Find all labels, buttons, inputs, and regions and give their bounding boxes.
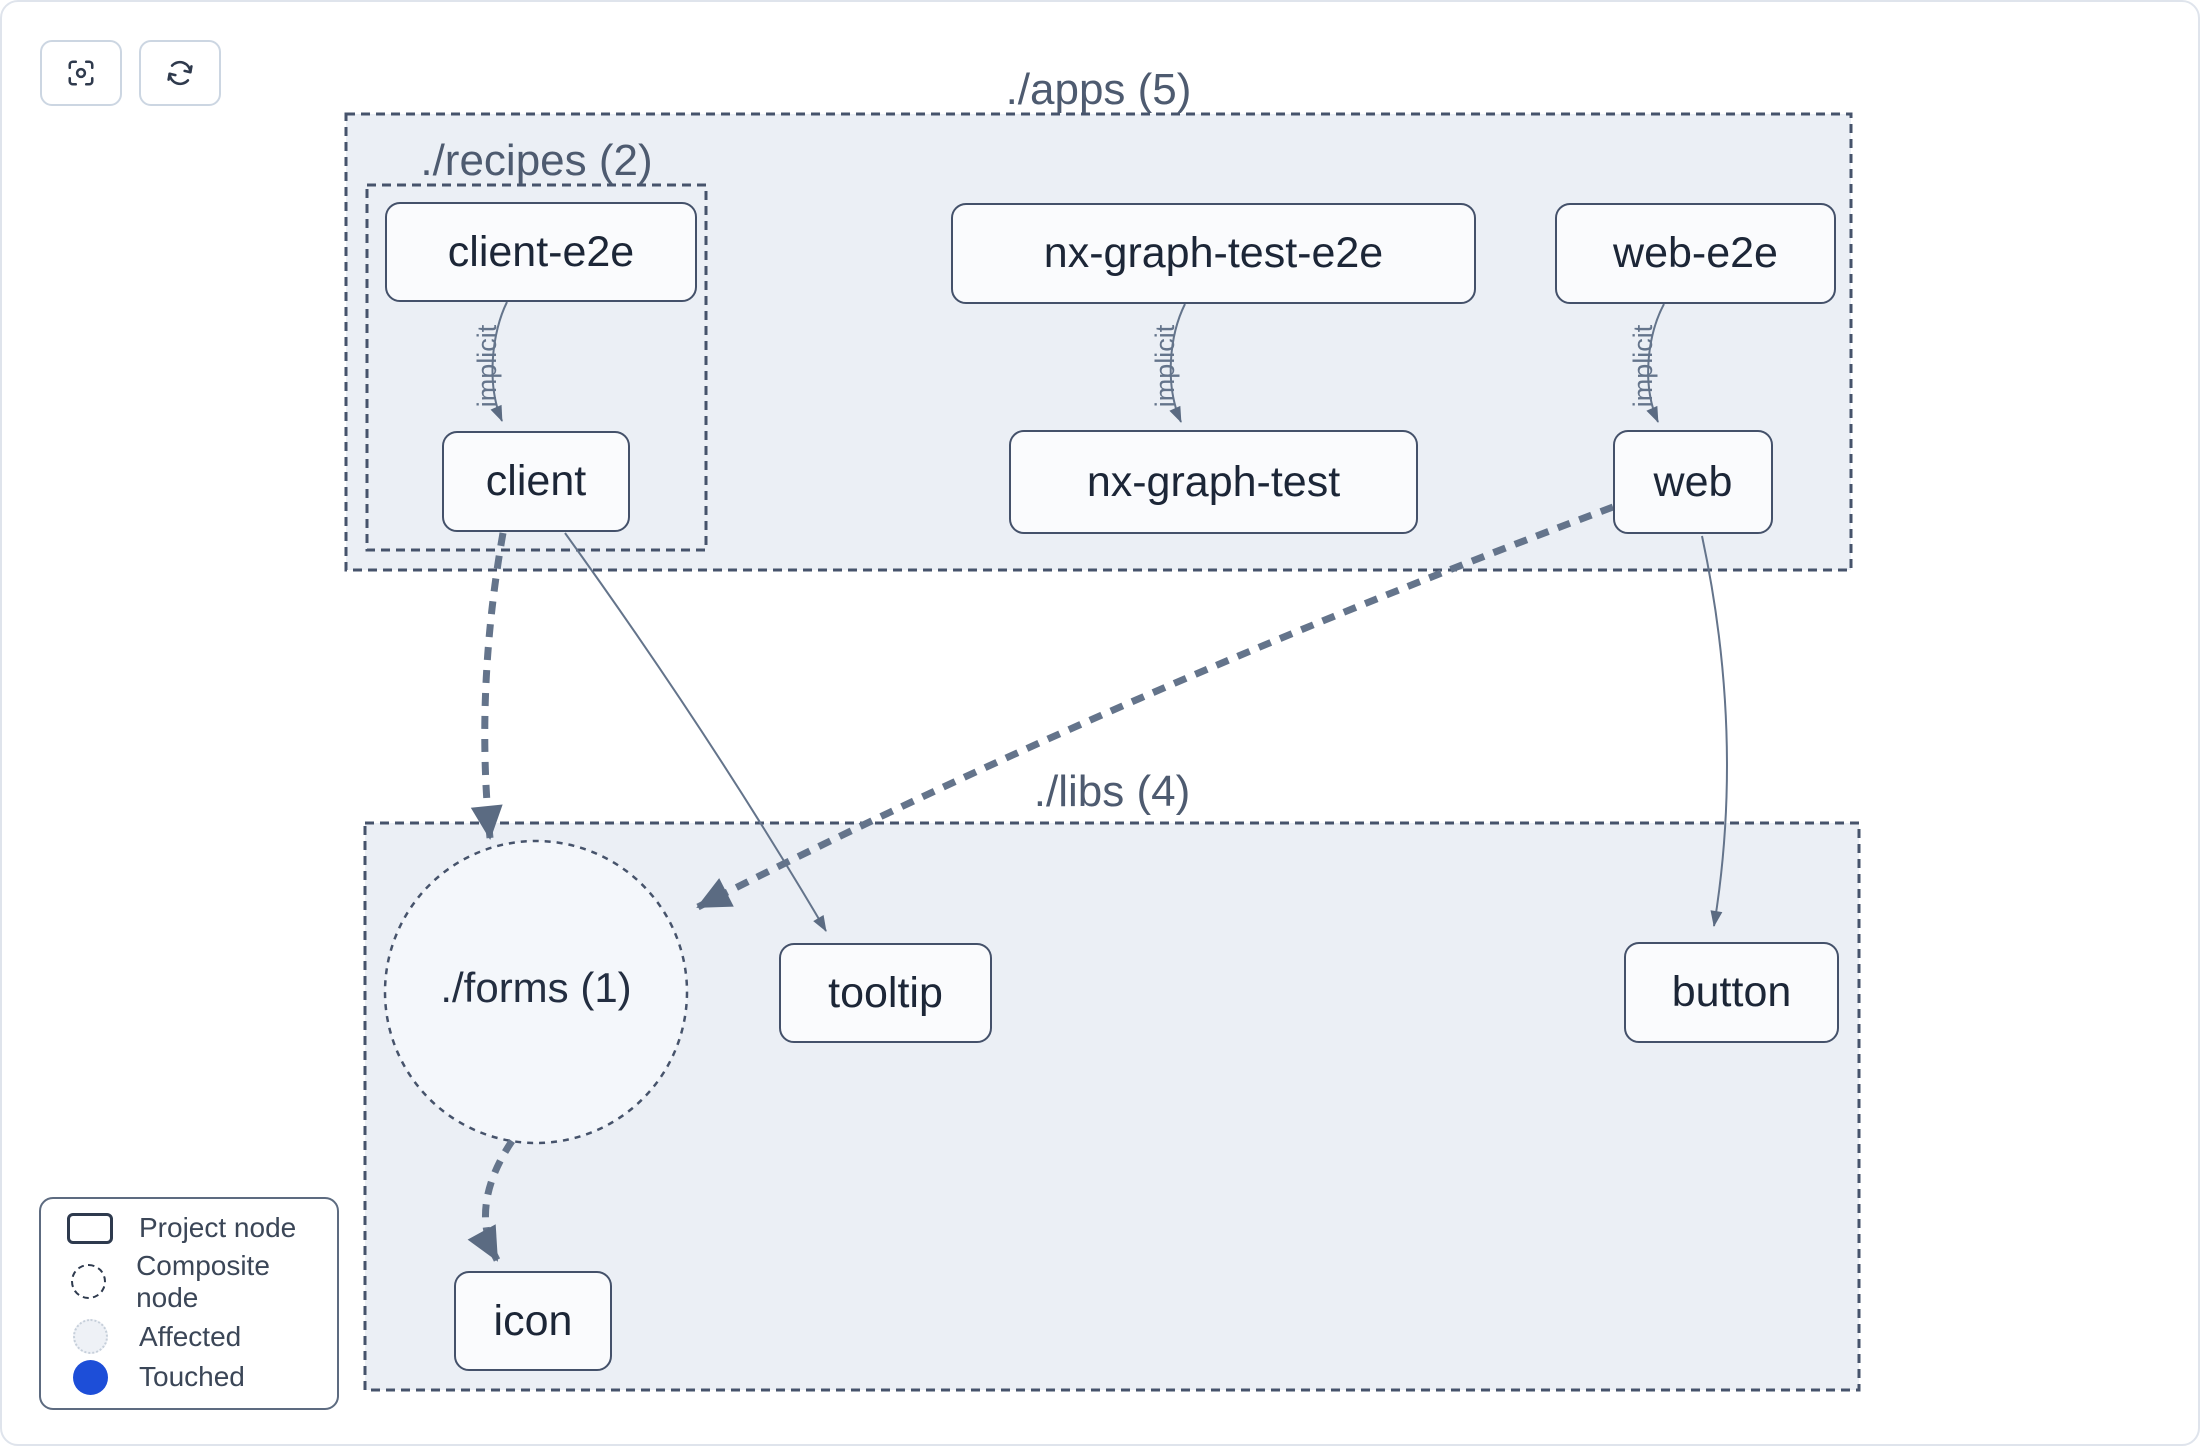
edge-web-to-forms xyxy=(696,503,1615,911)
legend-label: Touched xyxy=(139,1361,245,1393)
legend-label: Project node xyxy=(139,1212,297,1244)
refresh-icon xyxy=(167,60,193,86)
group-recipes xyxy=(365,183,708,552)
legend: Project node Composite node Affected Tou… xyxy=(39,1197,339,1410)
affected-swatch xyxy=(72,1319,108,1355)
legend-item-composite-node: Composite node xyxy=(67,1250,327,1314)
project-node-tooltip[interactable]: tooltip xyxy=(779,943,992,1043)
legend-label: Composite node xyxy=(136,1249,270,1313)
legend-item-affected: Affected xyxy=(67,1319,327,1355)
composite-node-forms[interactable] xyxy=(383,839,689,1145)
refresh-graph-button[interactable] xyxy=(139,40,221,106)
edge-label-implicit: implicit xyxy=(1150,324,1180,407)
edge-label-implicit: implicit xyxy=(1628,324,1658,407)
legend-label: Affected xyxy=(139,1320,242,1352)
edge-client-to-forms xyxy=(470,532,507,840)
composite-node-swatch xyxy=(71,1264,107,1300)
touched-swatch xyxy=(72,1359,108,1395)
project-node-nx-graph-test[interactable]: nx-graph-test xyxy=(1009,430,1418,534)
project-node-icon[interactable]: icon xyxy=(454,1271,612,1371)
focus-graph-button[interactable] xyxy=(40,40,122,106)
project-node-web-e2e[interactable]: web-e2e xyxy=(1555,203,1836,304)
edge-client-e2e-to-client xyxy=(490,301,508,422)
project-node-button[interactable]: button xyxy=(1624,942,1839,1043)
project-node-client-e2e[interactable]: client-e2e xyxy=(385,202,697,302)
project-node-swatch xyxy=(67,1212,113,1244)
edge-web-e2e-to-web xyxy=(1646,303,1665,423)
focus-icon xyxy=(68,60,94,86)
edge-client-to-tooltip xyxy=(564,532,827,932)
edge-label-implicit: implicit xyxy=(472,324,502,407)
legend-item-touched: Touched xyxy=(67,1359,327,1395)
legend-item-project-node: Project node xyxy=(67,1212,327,1244)
edge-nx-graph-test-e2e-to-nx-graph-test xyxy=(1169,303,1186,423)
project-node-client[interactable]: client xyxy=(442,431,630,532)
edge-web-to-button xyxy=(1701,535,1728,927)
project-node-nx-graph-test-e2e[interactable]: nx-graph-test-e2e xyxy=(951,203,1476,304)
project-node-web[interactable]: web xyxy=(1613,430,1773,534)
